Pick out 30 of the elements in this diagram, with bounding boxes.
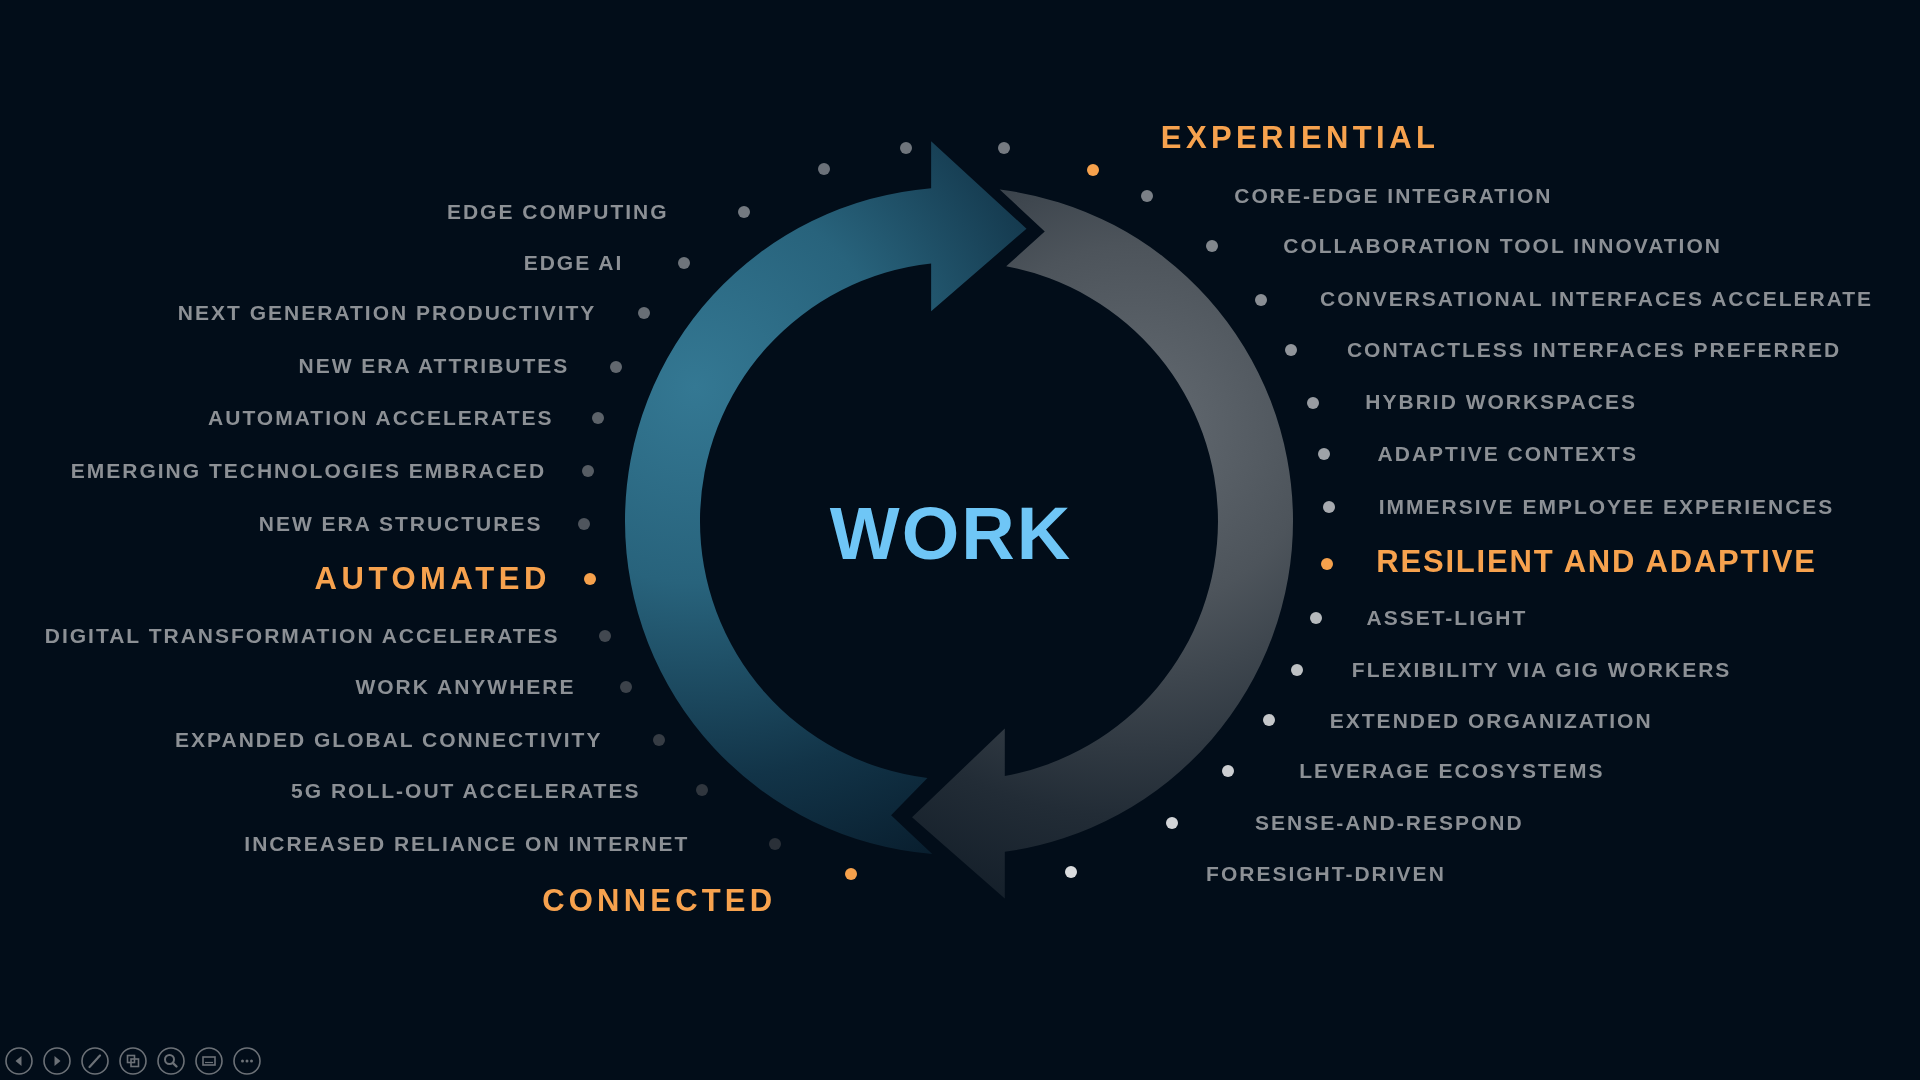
trend-text: NEW ERA ATTRIBUTES — [298, 353, 570, 379]
trend-text: SENSE-AND-RESPOND — [1255, 810, 1524, 836]
trend-text: HYBRID WORKSPACES — [1365, 389, 1637, 415]
trend-text: WORK ANYWHERE — [355, 674, 576, 700]
trend-text: FLEXIBILITY VIA GIG WORKERS — [1351, 657, 1732, 683]
trend-text: CORE-EDGE INTEGRATION — [1234, 183, 1553, 209]
category-title: EXPERIENTIAL — [1160, 119, 1440, 157]
trend-text: NEW ERA STRUCTURES — [258, 511, 543, 537]
trend-text: COLLABORATION TOOL INNOVATION — [1283, 233, 1722, 259]
center-title: WORK — [829, 497, 1073, 571]
trend-text: NEXT GENERATION PRODUCTIVITY — [177, 300, 597, 327]
category-title: CONNECTED — [542, 882, 777, 920]
trend-text: 5G ROLL-OUT ACCELERATES — [291, 778, 641, 804]
trend-text: EDGE COMPUTING — [446, 199, 669, 225]
trend-text: EXTENDED ORGANIZATION — [1329, 708, 1653, 734]
trend-text: EMERGING TECHNOLOGIES EMBRACED — [70, 458, 547, 484]
trend-text: INCREASED RELIANCE ON INTERNET — [244, 831, 690, 857]
trend-text: DIGITAL TRANSFORMATION ACCELERATES — [44, 622, 560, 649]
trend-text: FORESIGHT-DRIVEN — [1206, 861, 1446, 887]
category-title: RESILIENT AND ADAPTIVE — [1376, 543, 1817, 581]
trend-text: AUTOMATION ACCELERATES — [208, 404, 554, 431]
trend-text: CONTACTLESS INTERFACES PREFERRED — [1346, 337, 1842, 363]
trend-text: ADAPTIVE CONTEXTS — [1377, 441, 1638, 467]
trend-text: ASSET-LIGHT — [1366, 605, 1528, 631]
trend-text: IMMERSIVE EMPLOYEE EXPERIENCES — [1378, 494, 1835, 520]
trend-text: LEVERAGE ECOSYSTEMS — [1299, 758, 1605, 784]
trend-text: EDGE AI — [523, 250, 624, 276]
category-title: AUTOMATED — [314, 560, 552, 598]
trend-text: CONVERSATIONAL INTERFACES ACCELERATE — [1320, 286, 1874, 312]
trend-text: EXPANDED GLOBAL CONNECTIVITY — [175, 727, 603, 753]
